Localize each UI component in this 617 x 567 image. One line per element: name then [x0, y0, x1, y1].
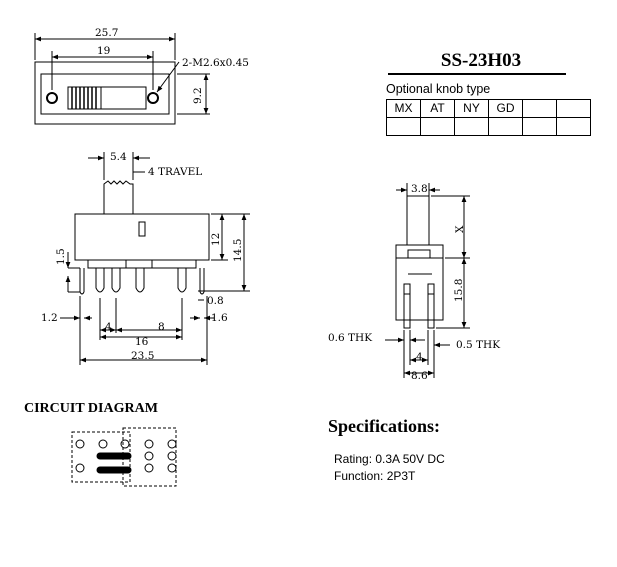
dim-lead-label: 1.5 [55, 248, 67, 265]
side-knob-width-label: 3.8 [411, 183, 428, 195]
side-view [385, 183, 470, 378]
table-row: MX AT NY GD [386, 99, 591, 118]
dim-span-label: 16 [135, 336, 149, 348]
empty-cell [556, 117, 591, 136]
thk-right-label: 0.5 THK [456, 339, 501, 351]
dim-lead-left-label: 1.2 [41, 312, 58, 324]
function-text: Function: 2P3T [334, 469, 416, 483]
dim-height-label: 9.2 [192, 87, 204, 104]
empty-cell [420, 117, 455, 136]
dim-hole-spacing-label: 19 [97, 45, 111, 57]
knob-type-label: Optional knob type [386, 82, 491, 96]
dim-total-label: 14.5 [232, 238, 244, 262]
rating-text: Rating: 0.3A 50V DC [334, 452, 445, 466]
side-pitch-label: 4 [416, 351, 423, 363]
top-view [34, 33, 210, 125]
knob-type-cell: GD [488, 99, 523, 118]
knob-type-cell [556, 99, 591, 118]
dim-lead-width-label: 0.8 [207, 295, 224, 307]
dim-width-label: 23.5 [131, 350, 155, 362]
dim-body-label: 12 [210, 232, 222, 246]
hole-callout-label: 2-M2.6x0.45 [182, 57, 249, 69]
circuit-diagram-title: CIRCUIT DIAGRAM [24, 401, 158, 416]
part-number-title: SS-23H03 [440, 50, 522, 71]
thk-left-label: 0.6 THK [328, 332, 373, 344]
dim-pitch2-label: 8 [158, 321, 165, 333]
side-width-label: 8.6 [411, 370, 428, 382]
side-height-label: 15.8 [453, 278, 465, 302]
knob-type-cell: AT [420, 99, 455, 118]
empty-cell [386, 117, 421, 136]
front-view [60, 152, 250, 365]
specifications-title: Specifications: [328, 416, 440, 436]
empty-cell [488, 117, 523, 136]
knob-type-table: MX AT NY GD [386, 99, 591, 136]
knob-type-cell: MX [386, 99, 421, 118]
travel-label: 4 TRAVEL [148, 166, 203, 178]
empty-cell [522, 117, 557, 136]
side-x-label: X [454, 225, 466, 233]
dim-overall-label: 25.7 [95, 27, 119, 39]
dim-lead-right-label: 1.6 [211, 312, 228, 324]
title-underline [388, 73, 566, 75]
dim-pitch1-label: 4 [105, 321, 112, 333]
knob-type-cell: NY [454, 99, 489, 118]
knob-type-cell [522, 99, 557, 118]
circuit-diagram [71, 427, 177, 487]
empty-cell [454, 117, 489, 136]
table-row [386, 117, 591, 136]
dim-knob-label: 5.4 [110, 151, 127, 163]
